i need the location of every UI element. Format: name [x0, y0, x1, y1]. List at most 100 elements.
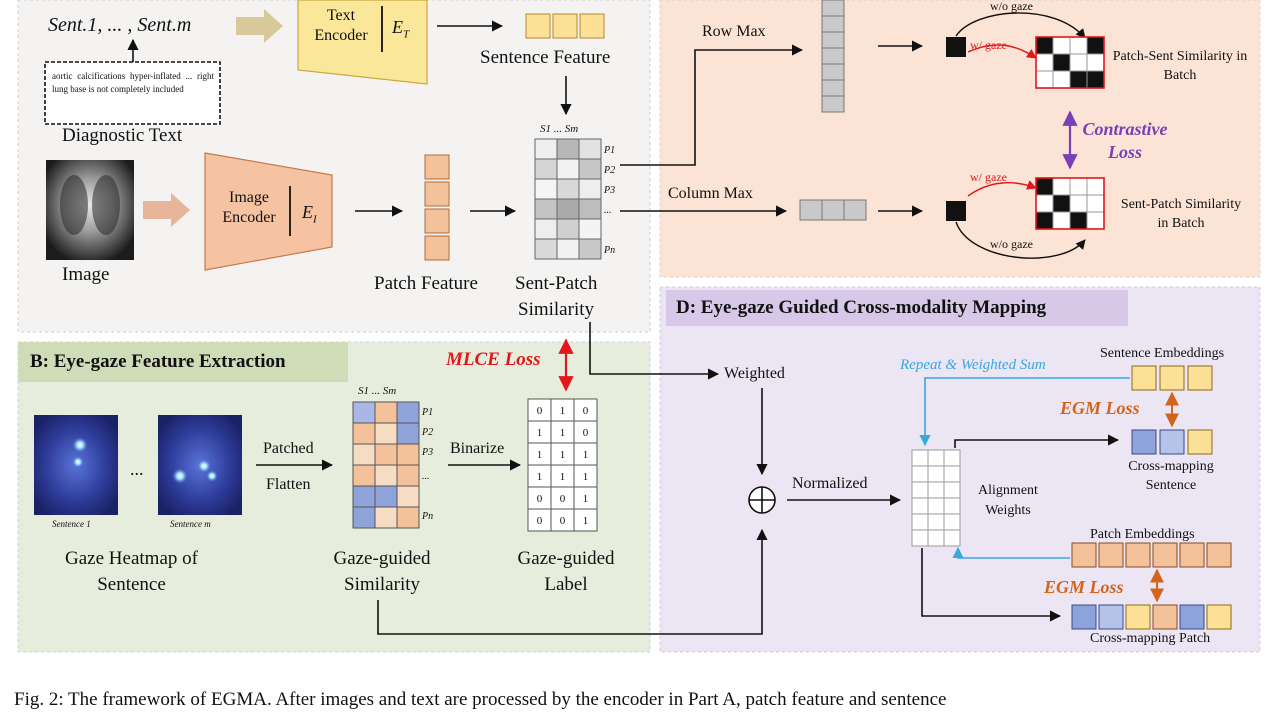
batch-cell: [1035, 70, 1054, 89]
sentence-feature-cell: [525, 13, 551, 39]
patch-weighted-sum-arrow: [952, 546, 1070, 559]
batch-cell: [1086, 36, 1105, 55]
panel-d-title: D: Eye-gaze Guided Cross-modality Mappin…: [676, 297, 1047, 318]
gaze-similarity-cell: [374, 422, 398, 445]
gaze-similarity-cell: [352, 443, 376, 466]
diagnostic-text-label: Diagnostic Text: [62, 125, 183, 146]
sent-patch-label: Sent-Patch: [515, 273, 598, 294]
weighted-label: Weighted: [724, 365, 785, 382]
label-cell-value: 0: [560, 515, 566, 527]
wo-gaze-label-2: w/o gaze: [990, 237, 1033, 251]
cross-mapping-patch: [1071, 604, 1232, 630]
arrow-matrix-to-weighted: [589, 322, 720, 380]
batch-cell: [1086, 177, 1105, 196]
label-cell-value: 0: [537, 515, 543, 527]
label-cell-value: 1: [583, 471, 589, 483]
sent-patch-anchor-square: [946, 201, 966, 221]
alignment-cell: [927, 529, 945, 547]
alignment-cell: [927, 465, 945, 483]
batch-cell: [1035, 36, 1054, 55]
gaze-similarity-cell: [374, 443, 398, 466]
label-cell-value: 1: [560, 471, 566, 483]
alignment-cell: [911, 449, 929, 467]
panel-b-title-bg: [18, 342, 348, 382]
wo-gaze-label-1: w/o gaze: [990, 0, 1033, 13]
row-max-column-vector: [821, 0, 845, 113]
patch-feature-cell: [424, 154, 450, 180]
sentence-feature-label: Sentence Feature: [480, 47, 611, 68]
text-encoder-label: Text Encoder: [314, 7, 368, 44]
gaze-similarity-cell: [396, 422, 420, 445]
panel-d-title-bg: [666, 290, 1128, 326]
gaze-similarity-cell: [396, 464, 420, 487]
label-cell-value: 0: [560, 493, 566, 505]
wo-gaze-arrow-2: [955, 221, 1086, 259]
label-cell-value: 1: [560, 427, 566, 439]
gaze-label-label: Gaze-guided Label: [517, 548, 615, 595]
matrix-row-p1: P1: [604, 145, 616, 156]
gaze-similarity-label: Gaze-guided Similarity: [333, 548, 431, 595]
alignment-cell: [911, 497, 929, 515]
sentence-feature-cell: [552, 13, 578, 39]
batch-cell: [1069, 194, 1088, 213]
batch-cell: [1069, 211, 1088, 230]
label-cell-value: 1: [560, 449, 566, 461]
gaze-similarity-cell: [374, 485, 398, 508]
batch-cell: [1052, 70, 1071, 89]
repeat-weighted-sum-arrow: [919, 377, 1130, 447]
w-gaze-label-2: w/ gaze: [970, 170, 1007, 184]
gaze-similarity-cell: [352, 422, 376, 445]
batch-cell: [1052, 211, 1071, 230]
gaze-similarity-cell: [396, 485, 420, 508]
text-encoder-block: [297, 0, 428, 85]
label-cell-value: 1: [537, 449, 543, 461]
gaze-similarity-cell: [374, 401, 398, 424]
arrow-matrix-to-rowmax: [620, 44, 804, 166]
label-cell-value: 1: [537, 427, 543, 439]
sentence-feature-cell: [579, 13, 605, 39]
alignment-cell: [911, 481, 929, 499]
patch-embeddings: [1071, 542, 1232, 568]
sentence-embeddings: [1131, 365, 1213, 391]
matrix-row-pn: Pn: [604, 245, 616, 256]
matrix-row-p3: P3: [604, 185, 616, 196]
alignment-cell: [943, 529, 961, 547]
batch-cell: [1069, 70, 1088, 89]
gaze-similarity-cell: [352, 464, 376, 487]
alignment-weights-label: Alignment Weights: [978, 483, 1038, 519]
sentence-embeddings-label: Sentence Embeddings: [1100, 346, 1225, 361]
gaze-similarity-cell: [352, 506, 376, 529]
gaze-similarity-cell: [374, 464, 398, 487]
patched-label: Patched: [263, 440, 314, 457]
image-encoder-block: [204, 152, 333, 271]
arrow-alignment-to-cms: [954, 434, 1120, 448]
gaze-guided-similarity-matrix: [352, 401, 420, 529]
matrix-top-label: S1 ... Sm: [540, 123, 579, 135]
alignment-cell: [943, 449, 961, 467]
label-cell-value: 1: [537, 471, 543, 483]
heatmap-ellipsis: ...: [130, 459, 144, 479]
alignment-cell: [927, 481, 945, 499]
cross-mapping-sentence-label: Cross-mapping Sentence: [1128, 459, 1214, 493]
batch-cell: [1052, 194, 1071, 213]
alignment-cell: [927, 497, 945, 515]
batch-cell: [1086, 211, 1105, 230]
gaze-matrix-row-p1: P1: [422, 407, 434, 418]
arrow-gazesim-to-oplus: [377, 528, 768, 635]
alignment-cell: [943, 465, 961, 483]
patch-sent-batch-matrix: [1035, 36, 1105, 89]
chest-xray-image: [46, 160, 134, 260]
batch-outline: [1035, 36, 1105, 89]
batch-cell: [1035, 211, 1054, 230]
lung-left: [60, 175, 88, 235]
row-max-label: Row Max: [702, 23, 766, 40]
heatmap-label: Gaze Heatmap of Sentence: [65, 548, 198, 595]
label-cell-value: 0: [583, 427, 589, 439]
sent-patch-similarity-matrix: [534, 138, 602, 260]
alignment-cell: [911, 529, 929, 547]
gaze-matrix-row-pn: Pn: [422, 511, 434, 522]
patch-feature-label: Patch Feature: [374, 273, 478, 294]
panel-b-title: B: Eye-gaze Feature Extraction: [30, 351, 286, 372]
batch-cell: [1069, 53, 1088, 72]
